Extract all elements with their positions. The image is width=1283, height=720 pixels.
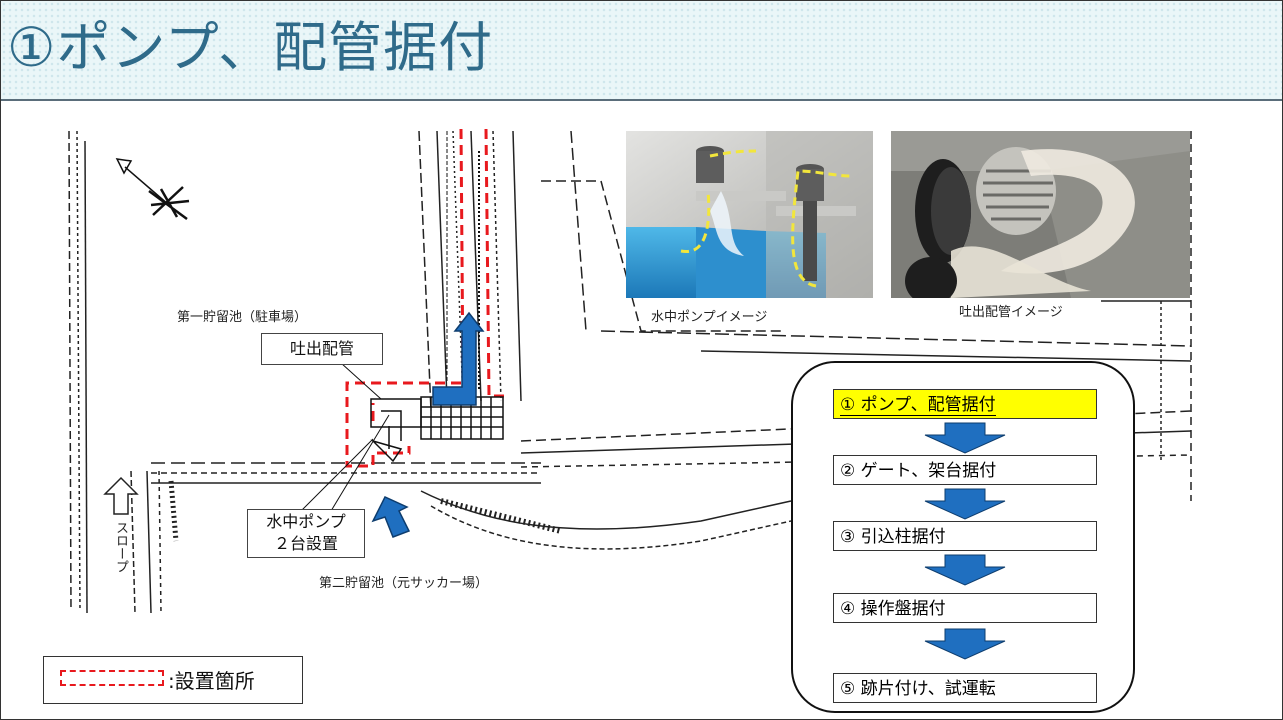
flow-step-1: ① ポンプ、配管据付 — [833, 389, 1097, 419]
discharge-flow-arrow-icon — [432, 311, 485, 406]
pump-callout: 水中ポンプ ２台設置 — [247, 509, 365, 558]
page-title: ①ポンプ、配管据付 — [7, 16, 494, 79]
down-arrow-icon — [924, 554, 1006, 586]
inflow-arrow-icon — [371, 496, 411, 538]
dashed-area-swatch — [60, 670, 164, 686]
down-arrow-icon — [924, 628, 1006, 660]
submersible-pump-image — [626, 131, 873, 298]
pond1-label: 第一貯留池（駐車場） — [177, 310, 308, 325]
flow-step-5: ⑤ 跡片付け、試運転 — [833, 673, 1097, 703]
header-bar: ①ポンプ、配管据付 — [1, 1, 1282, 101]
slope-label: スロープ — [113, 521, 128, 573]
pond2-label: 第二貯留池（元サッカー場） — [319, 576, 489, 591]
down-arrow-icon — [924, 488, 1006, 520]
pump-image-caption: 水中ポンプイメージ — [651, 310, 768, 325]
discharge-pipe-callout: 吐出配管 — [261, 333, 383, 365]
down-arrow-icon — [924, 422, 1006, 454]
flow-step-3: ③ 引込柱据付 — [833, 521, 1097, 551]
pipe-image-caption: 吐出配管イメージ — [959, 305, 1063, 320]
discharge-pipe-image — [891, 131, 1190, 298]
legend: :設置箇所 — [43, 656, 303, 704]
slope-arrow-icon — [103, 476, 139, 515]
legend-label: :設置箇所 — [168, 669, 255, 693]
work-flow-panel: ① ポンプ、配管据付 ② ゲート、架台据付 ③ 引込柱据付 ④ 操作盤据付 ⑤ … — [791, 361, 1135, 713]
flow-step-4: ④ 操作盤据付 — [833, 593, 1097, 623]
pipe-structure — [370, 131, 504, 463]
flow-step-2: ② ゲート、架台据付 — [833, 455, 1097, 485]
north-arrow-icon — [115, 158, 190, 221]
